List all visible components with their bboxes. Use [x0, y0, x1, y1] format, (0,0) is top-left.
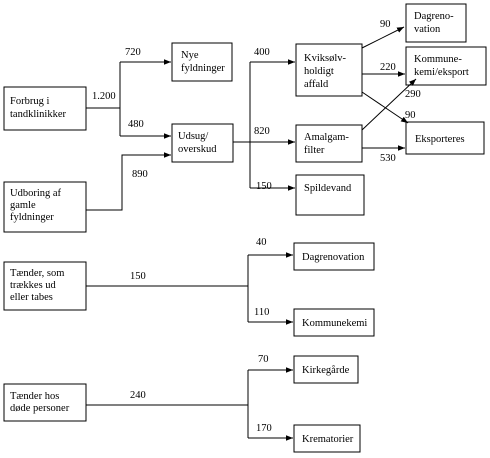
box-kviksolv: Kviksølv- holdigt affald [295, 43, 363, 97]
flow-dode-total: 240 [130, 390, 146, 401]
box-taender-line3: eller tabes [10, 292, 53, 303]
box-dagreno-top: Dagreno- vation [405, 3, 467, 43]
flow-to-amalgam: 820 [254, 126, 270, 137]
box-eksporteres-line1: Eksporteres [415, 134, 465, 145]
box-dagreno-top-line2: vation [414, 24, 441, 35]
box-dagrenovation-line1: Dagrenovation [302, 252, 365, 263]
box-udsug-line2: overskud [178, 144, 217, 155]
box-krematorier: Krematorier [293, 424, 361, 453]
box-kviksolv-line2: holdigt [304, 66, 334, 77]
box-forbrug-line1: Forbrug i [10, 96, 49, 107]
box-udboring-line3: fyldninger [10, 212, 54, 223]
box-forbrug-line2: tandklinikker [10, 109, 66, 120]
box-nye-line2: fyldninger [181, 63, 225, 74]
box-kirkegaarde-line1: Kirkegårde [302, 365, 350, 376]
flow-kv-to-dagreno: 90 [380, 19, 391, 30]
flow-kv-to-kommune: 220 [380, 62, 396, 73]
box-spildevand-line1: Spildevand [304, 183, 352, 194]
flow-taender-to-dagreno: 40 [256, 237, 267, 248]
flow-udboring-to-udsug: 890 [132, 169, 148, 180]
box-spildevand: Spildevand [295, 174, 365, 216]
connectors [86, 26, 417, 441]
box-udsug: Udsug/ overskud [171, 123, 234, 163]
flow-taender-to-kommune: 110 [254, 307, 269, 318]
box-kommunekemi-line1: Kommunekemi [302, 318, 367, 329]
box-kommunekemi-top-line2: kemi/eksport [414, 67, 469, 78]
flow-dode-to-kirke: 70 [258, 354, 269, 365]
flow-forbrug-total: 1.200 [92, 91, 116, 102]
arrow-kv-to-dagreno [361, 26, 405, 49]
box-taender-line2: trækkes ud [10, 280, 57, 291]
flow-kv-to-eksport: 90 [405, 110, 416, 121]
box-taender-line1: Tænder, som [10, 268, 64, 279]
box-dagreno-top-line1: Dagreno- [414, 11, 454, 22]
box-taender: Tænder, som trækkes ud eller tabes [3, 261, 87, 311]
box-udsug-line1: Udsug/ [178, 131, 208, 142]
flow-to-kviksolv: 400 [254, 47, 270, 58]
box-kirkegaarde: Kirkegårde [293, 355, 359, 384]
box-amalgam-line2: filter [304, 145, 325, 156]
box-nye-fyldninger: Nye fyldninger [171, 42, 233, 82]
flow-dode-to-kremat: 170 [256, 423, 272, 434]
box-nye-line1: Nye [181, 50, 199, 61]
box-kviksolv-line1: Kviksølv- [304, 53, 347, 64]
box-udboring-line1: Udboring af [10, 188, 62, 199]
flow-taender-total: 150 [130, 271, 146, 282]
flow-to-udsug: 480 [128, 119, 144, 130]
box-amalgam: Amalgam- filter [295, 124, 363, 163]
box-amalgam-line1: Amalgam- [304, 132, 349, 143]
arrow-kv-to-eksport [361, 91, 409, 124]
box-kommunekemi-top: Kommune- kemi/eksport [405, 46, 487, 86]
flow-labels: 1.200 720 480 890 400 820 150 90 220 290… [92, 19, 421, 434]
flow-am-to-eksport: 530 [380, 153, 396, 164]
box-kommunekemi-top-line1: Kommune- [414, 54, 462, 65]
flow-am-to-kommune: 290 [405, 89, 421, 100]
box-taender-dode: Tænder hos døde personer [3, 383, 87, 422]
box-eksporteres: Eksporteres [405, 121, 485, 155]
arrow-udboring-to-udsug [86, 152, 171, 211]
box-udboring-line2: gamle [10, 200, 36, 211]
box-taender-dode-line1: Tænder hos [10, 391, 59, 402]
box-kviksolv-line3: affald [304, 79, 329, 90]
box-udboring: Udboring af gamle fyldninger [3, 181, 87, 233]
box-kommunekemi: Kommunekemi [293, 308, 375, 337]
flow-to-spildevand: 150 [256, 181, 272, 192]
arrow-am-to-kommune [361, 78, 417, 131]
box-dagrenovation: Dagrenovation [293, 242, 375, 271]
box-krematorier-line1: Krematorier [302, 434, 354, 445]
box-forbrug: Forbrug i tandklinikker [3, 86, 87, 131]
box-taender-dode-line2: døde personer [10, 403, 70, 414]
flow-to-nye: 720 [125, 47, 141, 58]
